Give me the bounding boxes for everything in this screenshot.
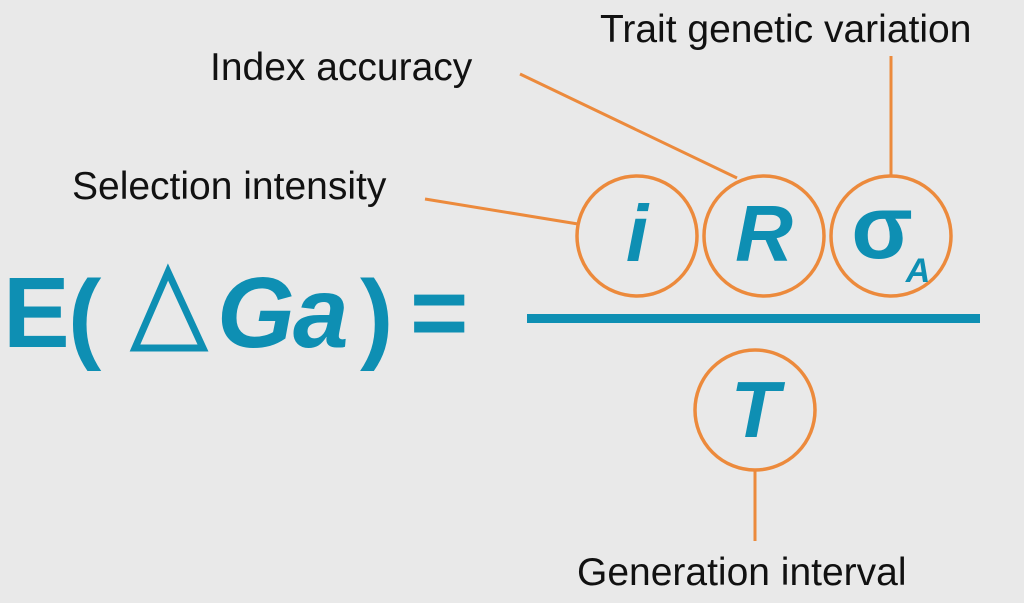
eq-R: R [735, 189, 793, 278]
eq-E: E [3, 257, 70, 369]
eq-close-paren: ) [360, 260, 393, 372]
eq-sigma-sub: A [905, 252, 931, 290]
eq-equals: = [410, 257, 468, 369]
sigma-circle [829, 174, 953, 298]
eq-a: a [293, 257, 349, 369]
eq-G: G [217, 257, 295, 369]
eq-sigma: σ [851, 178, 913, 278]
selection-intensity-label: Selection intensity [72, 165, 387, 208]
eq-open-paren: ( [68, 260, 102, 372]
trait-variation-label: Trait genetic variation [600, 8, 971, 51]
fraction-bar [527, 314, 980, 323]
delta-icon [129, 263, 209, 352]
selection-intensity-leader [424, 197, 579, 226]
index-accuracy-label: Index accuracy [210, 46, 473, 89]
T-circle [693, 348, 817, 472]
index-accuracy-leader [519, 72, 738, 180]
R-circle [702, 174, 826, 298]
generation-interval-label: Generation interval [577, 551, 907, 594]
eq-i: i [626, 189, 650, 278]
i-circle [575, 174, 699, 298]
eq-T: T [731, 365, 786, 454]
